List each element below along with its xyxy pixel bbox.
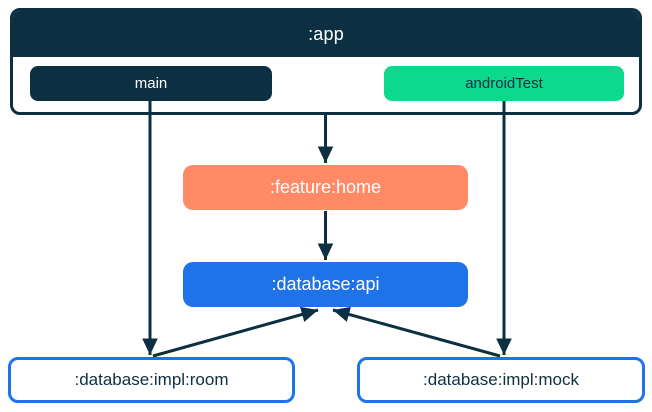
node-feature-home: :feature:home xyxy=(183,165,468,210)
node-sourceset-androidtest: androidTest xyxy=(384,66,624,101)
edge-database-impl-mock-to-database-api xyxy=(332,306,501,358)
node-database-api: :database:api xyxy=(183,262,468,307)
node-database-impl-room: :database:impl:room xyxy=(8,357,295,403)
app-container-body: main androidTest xyxy=(13,57,639,112)
node-app-container: :app main androidTest xyxy=(10,8,642,115)
node-app-label: :app xyxy=(13,11,639,57)
node-database-impl-mock: :database:impl:mock xyxy=(357,357,645,403)
edge-database-impl-room-to-database-api xyxy=(152,306,319,358)
node-sourceset-main: main xyxy=(30,66,272,101)
